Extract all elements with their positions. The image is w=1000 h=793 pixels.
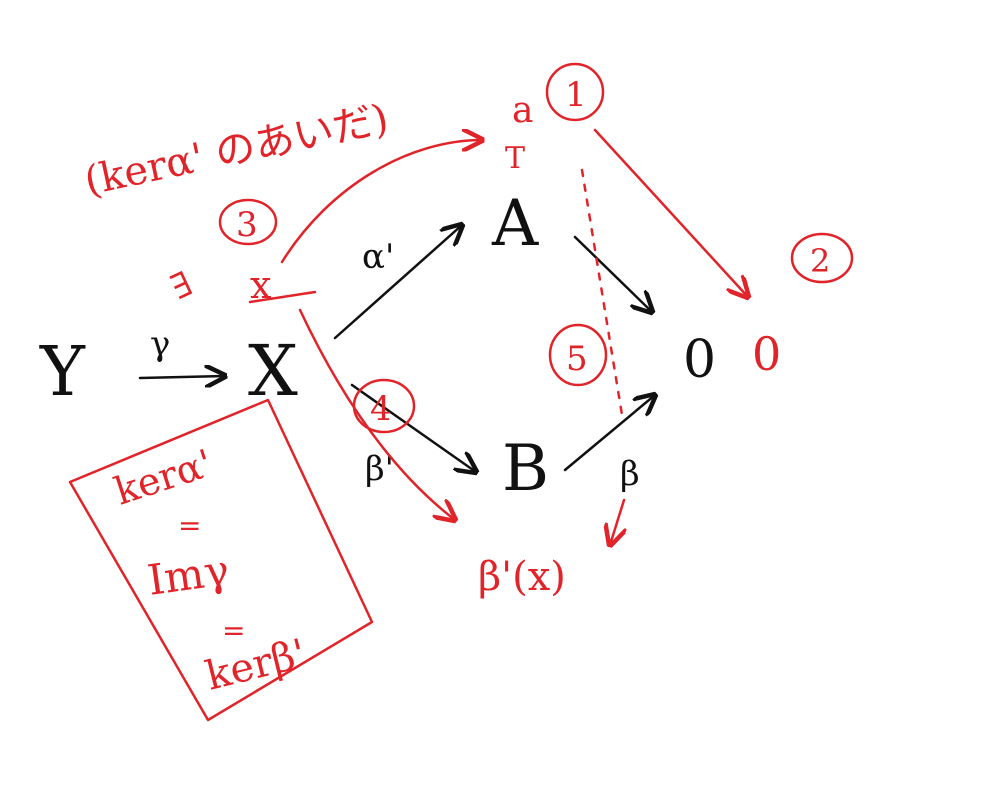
circled-number-3: 3	[236, 205, 258, 245]
element-x: x	[250, 263, 271, 307]
node-X: X	[248, 330, 298, 412]
dashed-line	[580, 168, 624, 417]
arrow-gamma	[138, 376, 225, 378]
exists-symbol: ∃	[165, 264, 199, 308]
arrow-a-to-zero	[593, 128, 748, 297]
label-gamma: γ	[150, 324, 170, 364]
label-beta: β	[620, 454, 640, 494]
circled-number-1: 1	[565, 75, 587, 115]
element-a: a	[512, 90, 533, 131]
circle-4	[352, 378, 416, 434]
note-ker-alpha-prime: kerα'	[109, 441, 218, 514]
note-box	[68, 398, 374, 722]
arrow-beta-prime	[350, 383, 476, 472]
arrow-alpha-prime	[333, 225, 462, 340]
circle-5	[548, 323, 608, 387]
x-underline	[248, 290, 317, 304]
arrow-A-to-zero	[573, 235, 652, 312]
arrow-x-to-a	[280, 140, 482, 264]
circled-number-2: 2	[810, 242, 830, 280]
circle-2	[790, 232, 854, 284]
arrow-to-beta-prime-x	[610, 498, 624, 545]
note-im-gamma: Imγ	[145, 545, 233, 605]
note-equals-1: =	[178, 509, 201, 542]
a-underline-mark: T	[505, 141, 525, 176]
node-A: A	[491, 187, 539, 261]
element-beta-prime-x: β'(x)	[478, 554, 566, 600]
node-zero: 0	[683, 330, 716, 390]
label-alpha-prime: α'	[362, 237, 394, 277]
node-Y: Y	[39, 333, 86, 412]
circled-number-5: 5	[566, 339, 588, 379]
node-B: B	[502, 432, 549, 506]
circle-1	[545, 62, 605, 122]
circled-number-4: 4	[370, 389, 392, 429]
circle-3	[218, 198, 278, 246]
zero-red: 0	[752, 327, 781, 381]
note-equals-2: =	[222, 614, 245, 647]
arrow-beta	[563, 395, 655, 472]
note-ker-beta-prime: kerβ'	[201, 631, 310, 700]
ker-alpha-note: (kerα' のあいだ)	[81, 96, 393, 205]
